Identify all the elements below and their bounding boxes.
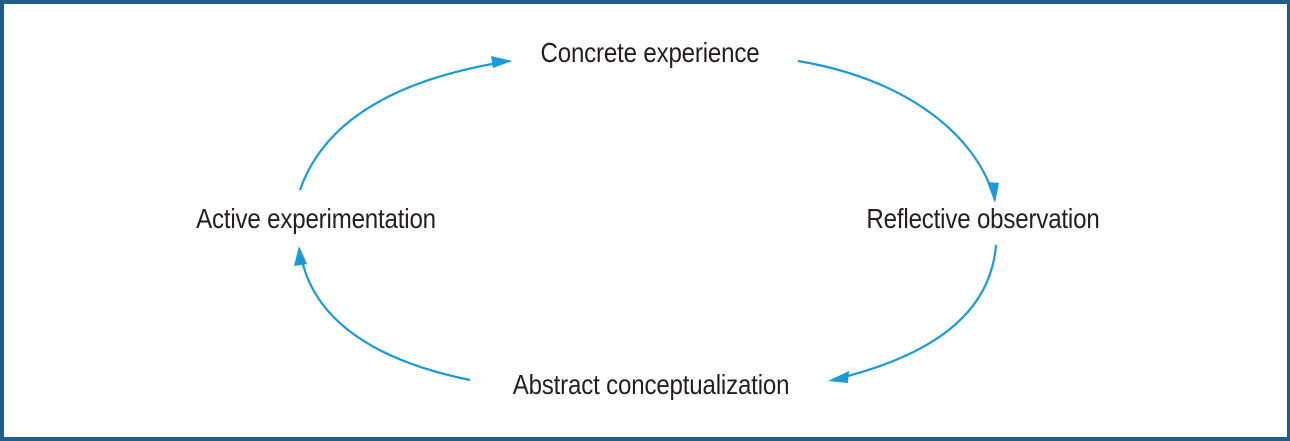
arrow-active-to-concrete — [298, 59, 511, 191]
arrow-reflective-to-abstract — [831, 244, 998, 382]
stage-reflective-observation: Reflective observation — [866, 203, 1100, 234]
stage-concrete-experience: Concrete experience — [540, 37, 760, 68]
stage-abstract-conceptualization: Abstract conceptualization — [512, 369, 790, 400]
arrow-concrete-to-reflective — [797, 59, 997, 201]
arrow-abstract-to-active — [298, 249, 471, 382]
arrowhead-concrete — [491, 56, 512, 68]
arrowhead-abstract — [828, 371, 849, 383]
arrowhead-reflective — [987, 182, 999, 203]
stage-active-experimentation: Active experimentation — [196, 203, 436, 234]
arrowhead-active — [294, 246, 307, 266]
